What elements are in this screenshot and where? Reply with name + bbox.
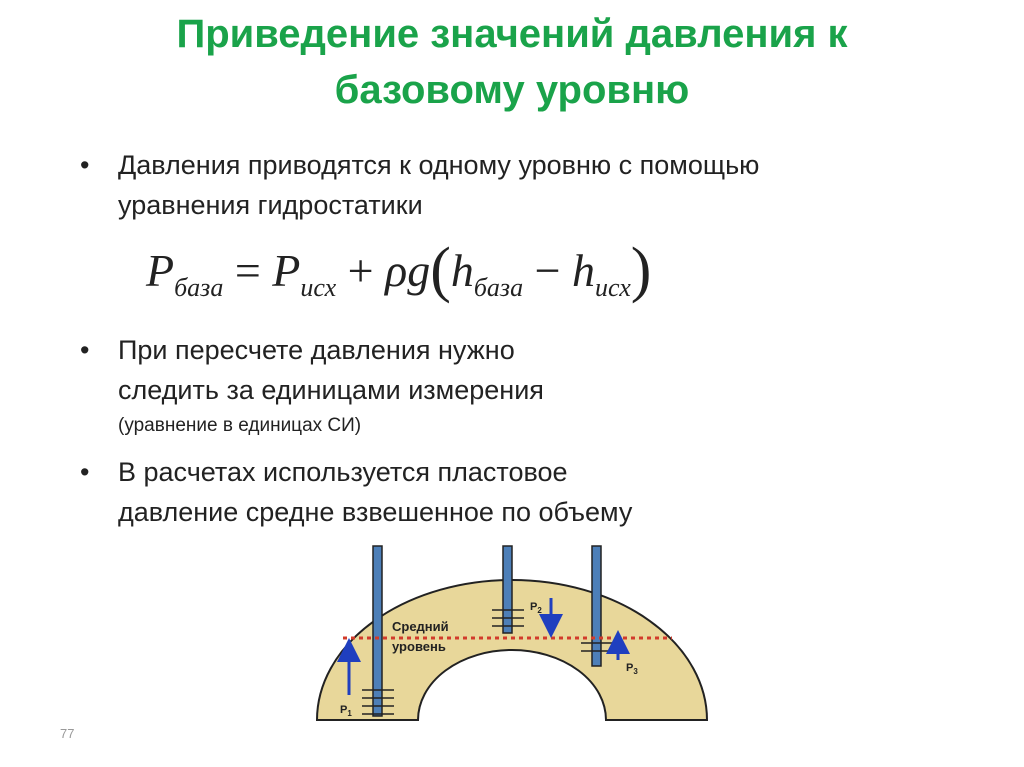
slide-title: Приведение значений давления к базовому … [0, 6, 1024, 118]
bullet-dot: • [80, 150, 90, 180]
p3-letter: P [626, 662, 633, 674]
well-2 [502, 545, 513, 634]
bullet-dot: • [80, 335, 90, 365]
bullet-2: • При пересчете давления нужно следить з… [80, 330, 544, 442]
formula-sub-h-base: база [473, 273, 524, 302]
hydrostatic-equation: Pбаза = Pисх + ρg(hбаза − hисх) [146, 239, 651, 318]
bullet-2-line-1: При пересчете давления нужно [118, 335, 515, 365]
formula-sub-base: база [174, 273, 224, 302]
p2-label: P2 [530, 601, 542, 615]
title-line-1: Приведение значений давления к [176, 12, 848, 56]
p3-label: P3 [626, 662, 638, 676]
p1-sub: 1 [347, 709, 352, 718]
formula-p-base: P [146, 245, 175, 296]
p3-sub: 3 [633, 667, 638, 676]
slide-number: 77 [60, 726, 75, 741]
formula-plus: + [336, 245, 386, 296]
bullet-2-note: (уравнение в единицах СИ) [118, 415, 362, 436]
bullet-3-line-2: давление средне взвешенное по объему [118, 497, 633, 527]
formula-minus: − [523, 245, 573, 296]
formula-h-src: h [572, 245, 596, 296]
formula-p-src: P [272, 245, 301, 296]
bullet-1-line-1: Давления приводятся к одному уровню с по… [118, 150, 760, 180]
formula-close-paren: ) [630, 236, 652, 304]
formula-sub-h-src: исх [595, 273, 631, 302]
mean-level-label-1: Средний [392, 619, 449, 634]
well-2-perforations [492, 609, 524, 627]
bullet-dot: • [80, 457, 90, 487]
bullet-2-line-2: следить за единицами измерения [118, 375, 544, 405]
well-3 [591, 545, 602, 667]
p2-sub: 2 [537, 606, 542, 615]
mean-level-label-2: уровень [392, 639, 446, 654]
p1-letter: P [340, 704, 347, 716]
p1-label: P1 [340, 704, 352, 718]
formula-rho-g: ρg [385, 245, 431, 296]
formula-open-paren: ( [430, 236, 451, 304]
bullet-1: • Давления приводятся к одному уровню с … [80, 145, 760, 225]
well-1 [372, 545, 383, 717]
bullet-3: • В расчетах используется пластовое давл… [80, 452, 633, 532]
bullet-1-line-2: уравнения гидростатики [118, 190, 423, 220]
well-1-perforations [362, 689, 394, 715]
formula-sub-src: исх [300, 273, 337, 302]
reservoir-layer [315, 579, 709, 721]
formula-h-base: h [450, 245, 474, 296]
title-line-2: базовому уровню [334, 68, 690, 112]
bullet-3-line-1: В расчетах используется пластовое [118, 457, 568, 487]
p2-letter: P [530, 601, 537, 613]
formula-equals: = [223, 245, 273, 296]
